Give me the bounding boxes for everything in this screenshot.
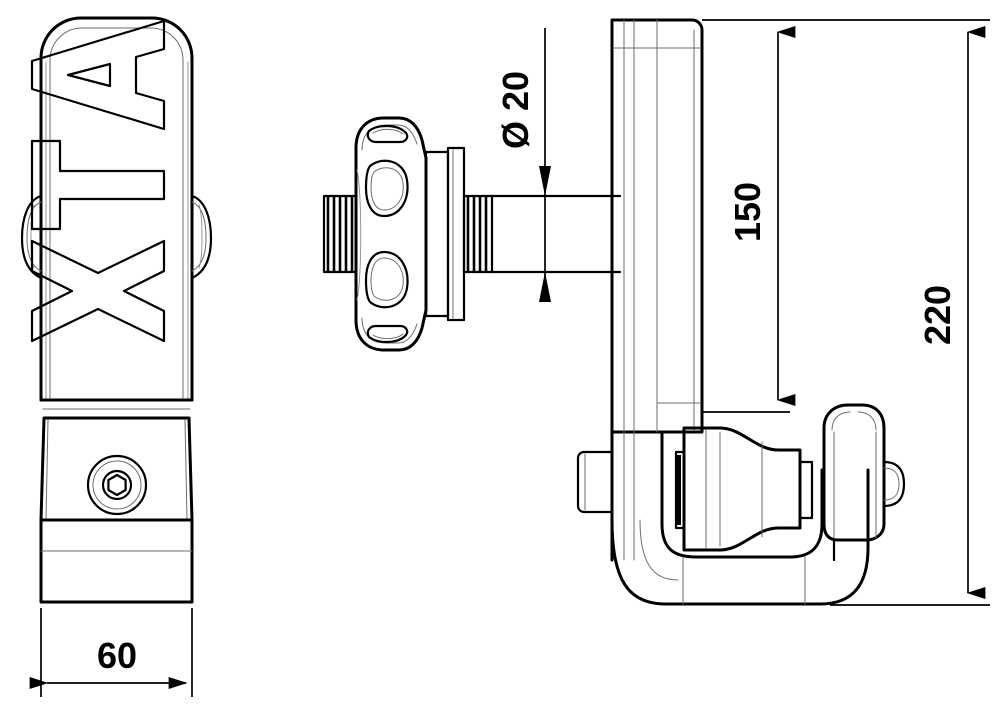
bolt-head — [576, 450, 614, 514]
atx-logo-letter-t — [30, 139, 166, 231]
u-bracket-inner — [660, 430, 824, 559]
dim-20-arrow-bottom — [539, 272, 551, 302]
atx-logo-letter-a — [30, 19, 166, 131]
lever-handle-nub — [882, 460, 906, 508]
lever-handle-nub-inner — [883, 467, 900, 501]
star-knob-grip-bottom — [366, 324, 409, 344]
collar-first-step — [424, 150, 450, 318]
thread-left — [322, 194, 358, 274]
front-view — [20, 16, 213, 604]
dimension-diameter-20: Ø 20 — [495, 28, 551, 302]
dim-20-arrow-top — [539, 166, 551, 196]
front-view-mid-block-inner-right — [184, 419, 188, 520]
hex-socket-screw-hex-recess — [107, 473, 127, 497]
star-knob-grip-bottom-inner — [372, 333, 404, 340]
logo-plate-inner-edge — [49, 27, 184, 399]
dim-150-label: 150 — [727, 182, 768, 242]
atx-logo-letter-x — [30, 239, 166, 343]
side-lug-right — [190, 194, 213, 280]
star-knob-grip-top-inner — [372, 128, 404, 135]
hex-socket-screw-mid-ring — [92, 460, 142, 510]
logo-plate-outline — [39, 16, 194, 402]
thread-right — [462, 194, 494, 274]
dim-20-label: Ø 20 — [495, 71, 536, 149]
lever-handle — [822, 403, 906, 562]
star-knob-grip-mid-upper-inner — [370, 167, 404, 211]
front-view-base-block — [39, 518, 194, 604]
vertical-post-outline — [610, 18, 704, 434]
u-bracket-seam-left — [639, 519, 679, 581]
roller-profile — [682, 426, 802, 552]
side-lug-left-inner — [26, 201, 42, 272]
front-view-mid-block-inner-left — [45, 419, 49, 520]
lever-handle-body — [822, 403, 886, 542]
roller-hub-left-shadow — [676, 455, 681, 525]
dimension-width-60: 60 — [29, 608, 193, 697]
star-knob-grip-mid-lower — [364, 250, 409, 309]
atx-logo — [30, 19, 166, 343]
side-lug-right-crease — [198, 204, 203, 269]
dimension-height-220: 220 — [830, 25, 990, 606]
star-knob-inner-contour-bottom — [361, 317, 418, 344]
roller-hub-right — [798, 460, 814, 520]
dimension-height-150: 150 — [702, 19, 990, 413]
dim-60-label: 60 — [97, 635, 137, 676]
roller — [674, 426, 814, 552]
hex-socket-screw-outer-ring — [86, 454, 148, 516]
side-view — [576, 18, 906, 606]
star-knob-body — [354, 116, 428, 352]
hex-socket-screw-inner-ring — [101, 469, 133, 501]
star-knob-left-shadow — [356, 169, 362, 301]
star-knob-grip-mid-lower-inner — [370, 257, 404, 301]
u-bracket-outer — [610, 468, 870, 606]
front-view-mid-block — [39, 416, 194, 522]
lever-handle-inner-left — [831, 411, 851, 431]
knob-view — [322, 116, 622, 352]
side-lug-right-inner — [191, 201, 207, 272]
star-knob-inner-contour — [361, 124, 418, 151]
star-knob-grip-mid-upper — [364, 159, 409, 218]
collar-second-step — [446, 146, 466, 322]
dim-220-label: 220 — [917, 285, 958, 345]
star-knob-grip-top — [366, 124, 409, 144]
hex-socket-screw — [86, 454, 148, 516]
lever-handle-inner-right — [857, 411, 877, 431]
